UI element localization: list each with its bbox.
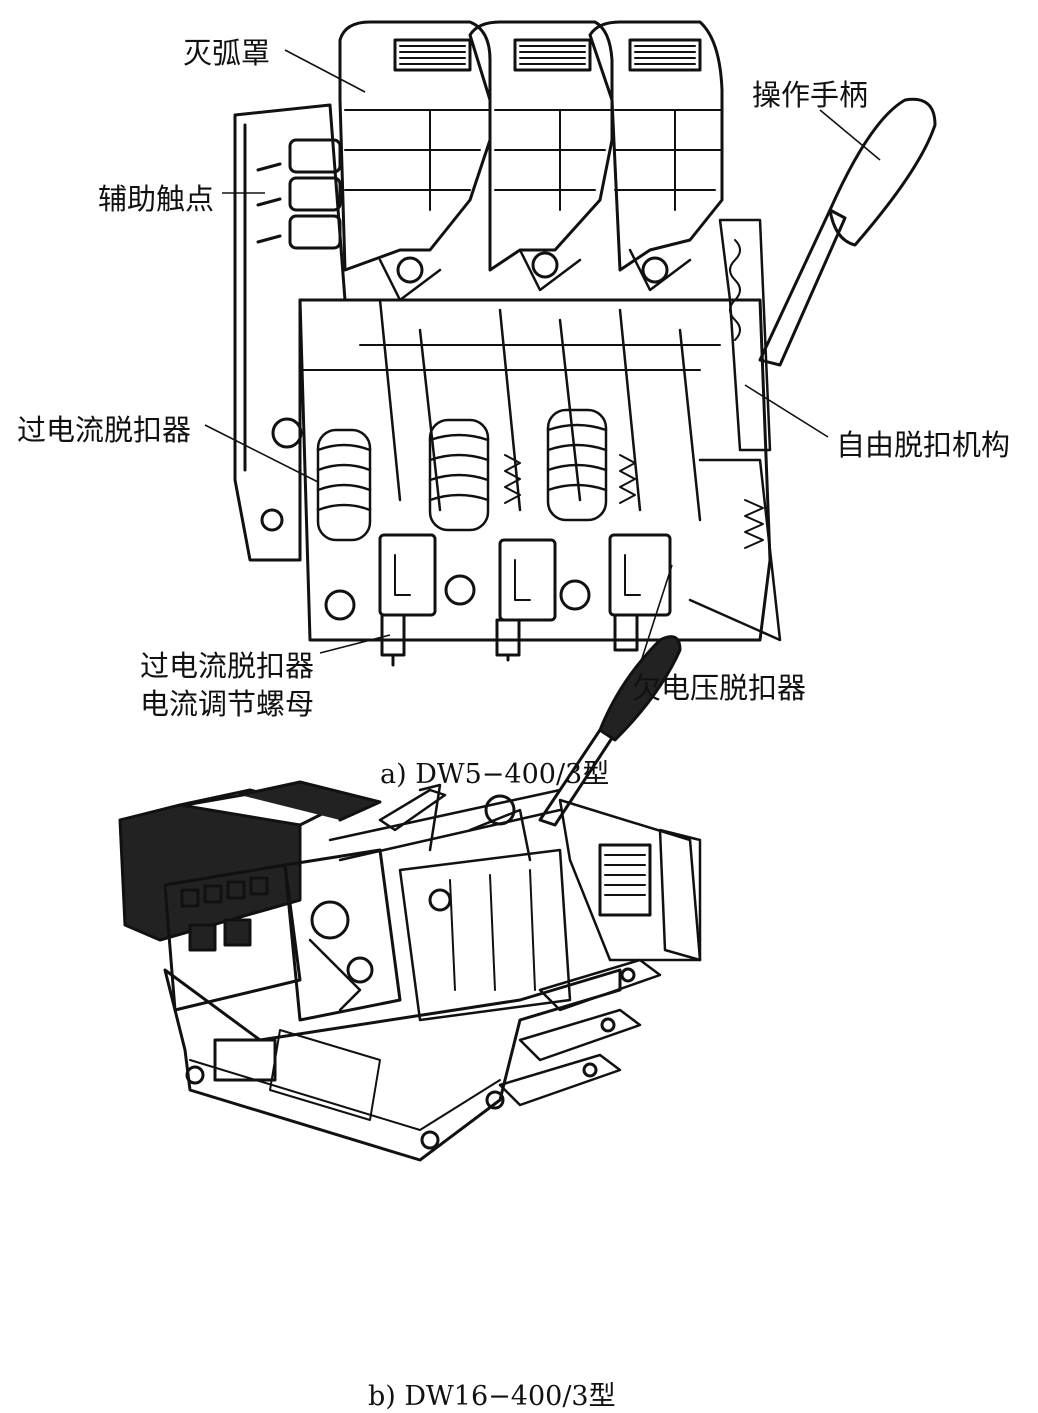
- label-auxiliary-contact: 辅助触点: [98, 182, 215, 216]
- label-overcurrent-release: 过电流脱扣器: [17, 413, 192, 447]
- label-adjust-nut-line1: 过电流脱扣器: [140, 649, 315, 683]
- label-free-trip-mechanism: 自由脱扣机构: [836, 428, 1011, 462]
- label-arc-chute: 灭弧罩: [183, 36, 271, 70]
- caption-figure-a: a) DW5−400/3型: [380, 759, 610, 790]
- label-undervoltage-release: 欠电压脱扣器: [632, 671, 807, 705]
- label-adjust-nut-line2: 电流调节螺母: [140, 687, 315, 721]
- caption-figure-b: b) DW16−400/3型: [368, 1381, 616, 1412]
- label-operating-handle: 操作手柄: [752, 78, 869, 112]
